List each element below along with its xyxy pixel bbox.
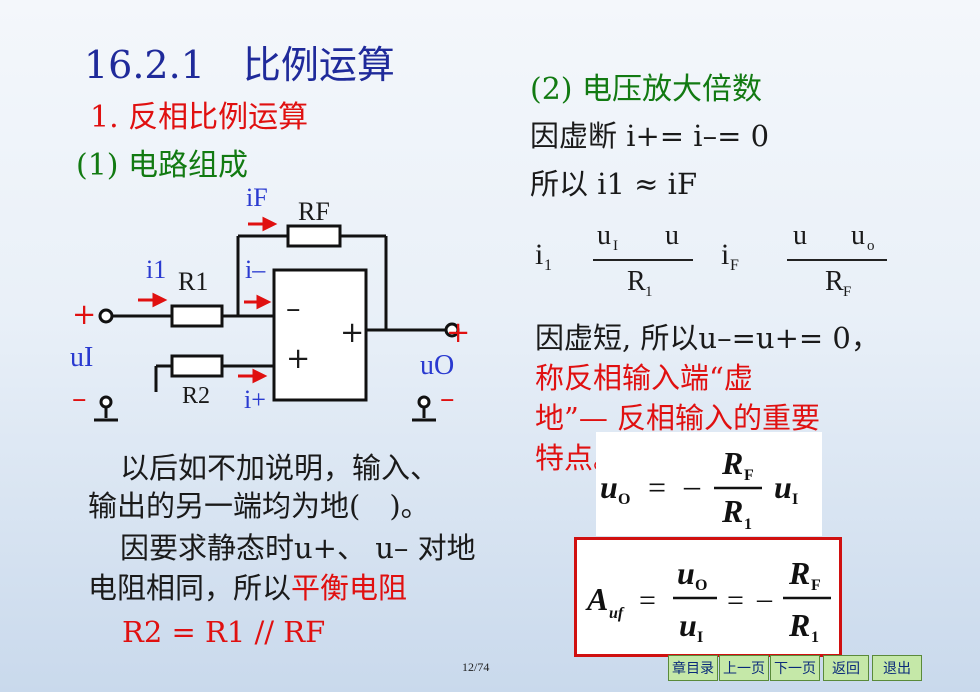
svg-text:u: u [793,222,807,251]
svg-text:I: I [792,491,798,508]
formula-uo-svg: u O = – R F R 1 u I [600,445,798,533]
svg-text:u: u [600,469,618,505]
back-button[interactable]: 返回 [823,655,869,681]
svg-text:A: A [585,581,608,617]
label-ui: uI [70,342,94,373]
label-opamp-plus: + [286,341,311,375]
label-plus-in: + [72,297,97,331]
therefore-line: 所以 i1 ≈ iF [530,167,698,201]
svg-text:u: u [851,222,865,251]
svg-text:–: – [756,582,773,615]
svg-text:I: I [613,238,618,254]
note-line-1: 以后如不加说明，输入、 [120,451,440,485]
svg-text:i: i [535,238,543,271]
virtual-open-line: 因虚断 i+= i–= 0 [530,119,770,153]
label-minus-in: – [72,381,87,415]
label-minus-out: – [440,381,455,415]
formula-auf: A uf = u O u I = – R F R 1 [574,537,842,657]
svg-text:F: F [744,467,754,484]
note-line-4-text: 电阻相同，所以 [88,571,292,605]
svg-text:R: R [788,555,810,591]
label-rf: RF [298,197,330,226]
svg-text:=: = [639,584,656,617]
svg-text:R: R [825,266,844,297]
svg-text:F: F [843,284,851,297]
label-opamp-output: + [340,315,365,349]
svg-text:=: = [648,469,666,505]
next-page-button[interactable]: 下一页 [770,655,820,681]
label-iplus: i+ [244,385,266,414]
svg-text:R: R [721,493,743,529]
exit-button[interactable]: 退出 [872,655,922,681]
label-r2: R2 [182,383,211,409]
svg-text:1: 1 [811,629,819,646]
balance-resistor-label: 平衡电阻 [291,571,408,605]
svg-text:u: u [679,607,697,643]
label-uo: uO [420,350,455,381]
label-plus-out: + [446,315,471,349]
inverting-amplifier-circuit [94,216,460,422]
svg-text:R: R [721,445,743,481]
section-title: 16.2.1 比例运算 [84,43,395,87]
subsection-title: 1. 反相比例运算 [90,100,309,135]
svg-text:1: 1 [645,284,653,297]
svg-text:u: u [665,222,679,251]
current-equations: i 1 u I u R 1 i F u u o R F [535,220,895,300]
note-line-3: 因要求静态时u+、 u– 对地 [120,531,476,565]
svg-text:uf: uf [609,605,625,622]
svg-text:O: O [695,577,707,594]
svg-text:i: i [721,238,729,271]
virtual-ground-line-1: 称反相输入端“虚 [535,361,753,395]
note-line-2: 输出的另一端均为地( )。 [88,489,430,523]
svg-text:u: u [677,555,695,591]
svg-text:F: F [811,577,821,594]
svg-text:I: I [697,629,703,646]
svg-text:O: O [618,491,630,508]
part1-title: (1) 电路组成 [76,148,249,183]
note-line-4: 电阻相同，所以平衡电阻 [88,570,407,606]
virtual-short-line: 因虚短, 所以u–=u+= 0， [535,321,880,355]
svg-text:1: 1 [544,257,552,274]
part2-title: (2) 电压放大倍数 [530,72,763,107]
label-iminus: i– [245,255,266,284]
svg-text:1: 1 [744,516,752,533]
page-number: 12/74 [462,660,490,674]
svg-text:=: = [727,584,744,617]
formula-uo: u O = – R F R 1 u I [596,432,822,536]
svg-text:–: – [683,467,701,503]
toc-button[interactable]: 章目录 [668,655,718,681]
current-equations-svg: i 1 u I u R 1 i F u u o R F [535,220,887,300]
label-opamp-minus: – [286,291,301,325]
svg-text:F: F [730,257,739,274]
label-if: iF [246,183,268,212]
svg-text:R: R [788,607,810,643]
svg-text:o: o [867,238,875,254]
svg-text:R: R [627,266,646,297]
formula-auf-svg: A uf = u O u I = – R F R 1 [585,555,831,646]
label-i1: i1 [146,255,167,284]
prev-page-button[interactable]: 上一页 [719,655,769,681]
label-r1: R1 [178,267,209,296]
balance-resistor-formula: R2 = R1 // RF [122,615,326,649]
virtual-ground-line-2: 地”— 反相输入的重要 [535,401,821,435]
svg-text:u: u [597,222,611,251]
svg-text:u: u [774,469,792,505]
